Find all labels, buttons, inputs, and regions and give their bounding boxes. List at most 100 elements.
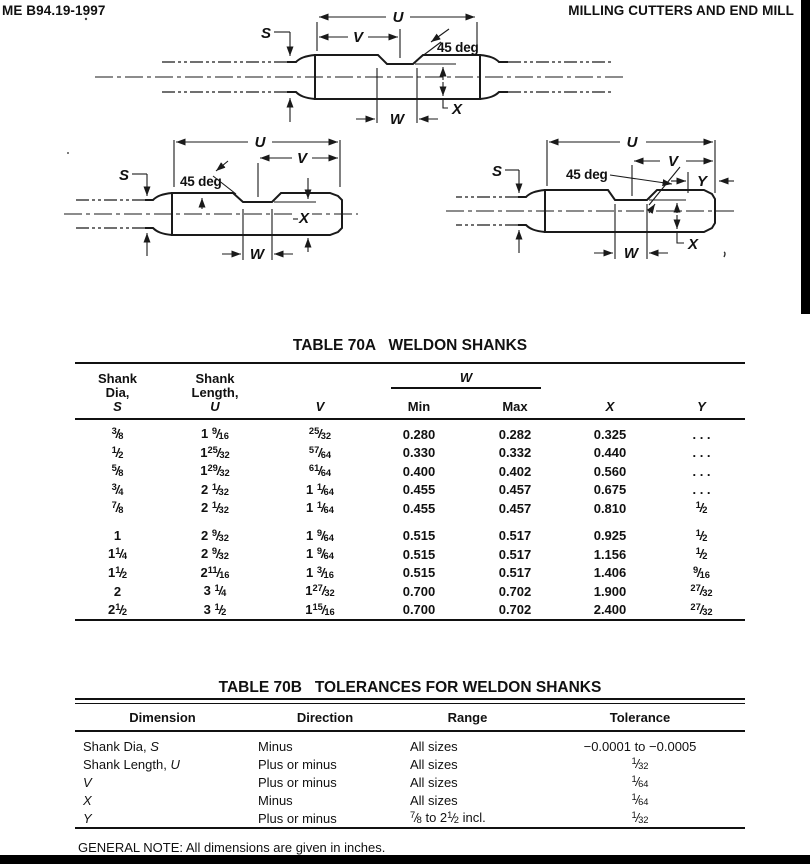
- table-cell: 0.675: [593, 482, 627, 498]
- table-cell: 0.700: [402, 583, 436, 599]
- table-cell: 127/32: [305, 583, 335, 599]
- phantom-neck-lines: [456, 196, 518, 226]
- table-cell: 0.330: [402, 445, 436, 461]
- table-70a-title: TABLE 70A WELDON SHANKS: [292, 337, 528, 354]
- table-cell: 1 9/64: [306, 527, 334, 543]
- table-cell: 0.280: [402, 426, 436, 442]
- table-cell: 7/8: [111, 500, 124, 516]
- table-cell: 1 9/64: [306, 546, 334, 562]
- table-cell: 0.457: [498, 500, 532, 516]
- table-cell: 3 1/4: [203, 583, 227, 599]
- angle-leader: [212, 175, 237, 195]
- dim-label-x: X: [298, 210, 310, 227]
- col-header-range: Range: [400, 705, 535, 732]
- table-cell: X: [83, 792, 92, 808]
- table-cell: 0.515: [402, 528, 436, 544]
- dim-label-w: W: [390, 111, 406, 128]
- col-header-w-group: W: [370, 363, 562, 389]
- table-cell: Shank Dia, S: [83, 738, 159, 754]
- weldon-shanks-table: Shank Dia, S Shank Length, U V W X Y Min: [75, 362, 745, 621]
- table-cell: 2.400: [593, 602, 627, 618]
- table-cell: 0.517: [498, 565, 532, 581]
- table-cell: 0.702: [498, 602, 532, 618]
- general-note: GENERAL NOTE: All dimensions are given i…: [78, 840, 386, 855]
- table-cell: 11/4: [107, 546, 128, 562]
- table-cell: 1/64: [631, 773, 649, 789]
- neck-fillets: [518, 189, 546, 233]
- u-extension-lines: [173, 140, 341, 187]
- table-cell: 1: [113, 528, 122, 544]
- table-cell: 0.515: [402, 565, 436, 581]
- dim-label-u: U: [627, 134, 639, 151]
- table-70a-header: Shank Dia, S Shank Length, U V W X Y Min: [75, 363, 745, 420]
- diagram-single-end-shank: U V S 45 deg X W: [64, 134, 358, 263]
- w-extension-lines: [614, 204, 648, 259]
- col-header-direction: Direction: [250, 705, 400, 732]
- table-cell: 1/64: [631, 791, 649, 807]
- dim-label-s: S: [492, 163, 502, 180]
- dim-label-s: S: [119, 167, 129, 184]
- page-header-left: ME B94.19-1997: [2, 3, 106, 18]
- table-cell: 0.455: [402, 500, 436, 516]
- table-cell: 0.700: [402, 602, 436, 618]
- table-cell: 1.900: [593, 583, 627, 599]
- col-header-shank-dia: Shank Dia, S: [75, 363, 160, 420]
- table-cell: 1 3/16: [306, 564, 334, 580]
- scan-edge-bottom: [0, 855, 810, 864]
- table-cell: . . .: [692, 463, 711, 479]
- table-cell: 21/2: [107, 601, 128, 617]
- table-cell: 2 9/32: [201, 527, 229, 543]
- dim-label-y: Y: [697, 173, 709, 190]
- chamfer-extension: [648, 166, 681, 206]
- table-cell: 0.282: [498, 426, 532, 442]
- table-cell: 1.406: [593, 565, 627, 581]
- table-cell: 2 1/32: [201, 500, 229, 516]
- table-cell: Y: [83, 810, 92, 826]
- table-cell: 27/32: [690, 583, 713, 599]
- table-cell: . . .: [692, 445, 711, 461]
- table-cell: 2: [113, 583, 122, 599]
- table-cell: Shank Length, U: [83, 756, 180, 772]
- table-cell: 3/4: [111, 481, 124, 497]
- table-cell: Minus: [258, 738, 293, 754]
- col-header-x: X: [562, 363, 658, 420]
- phantom-neck-lines: [160, 61, 612, 93]
- table-cell: Plus or minus: [258, 774, 337, 790]
- diagram-double-end-shank: U V S 45 deg X W: [95, 9, 625, 128]
- table-cell: 3 1/2: [203, 601, 227, 617]
- table-cell: 1 9/16: [201, 426, 229, 442]
- page-header-right: MILLING CUTTERS AND END MILL: [568, 3, 794, 18]
- table-70b-title: TABLE 70B TOLERANCES FOR WELDON SHANKS: [218, 679, 602, 696]
- dim-label-u: U: [255, 134, 267, 151]
- col-header-v: V: [270, 363, 370, 420]
- table-cell: 0.515: [402, 546, 436, 562]
- table-cell: 0.810: [593, 500, 627, 516]
- table-cell: 25/32: [308, 426, 332, 442]
- table-cell: V: [83, 774, 92, 790]
- col-header-w-min: Min: [370, 389, 468, 420]
- table-cell: Plus or minus: [258, 756, 337, 772]
- angle-arrow: [215, 160, 229, 172]
- table-cell: 1 1/64: [306, 481, 334, 497]
- table-cell: Minus: [258, 792, 293, 808]
- table-cell: 1/2: [695, 527, 708, 543]
- x-leader: [676, 232, 684, 244]
- u-extension-lines: [316, 22, 478, 51]
- table-cell: 0.455: [402, 482, 436, 498]
- dim-label-w: W: [624, 245, 640, 262]
- table-cell: All sizes: [410, 756, 458, 772]
- neck-fillets: [287, 54, 508, 100]
- neck-fillets: [145, 192, 173, 236]
- table-cell: 57/64: [308, 444, 332, 460]
- dim-label-w: W: [250, 246, 266, 263]
- scan-artifact: [67, 152, 69, 154]
